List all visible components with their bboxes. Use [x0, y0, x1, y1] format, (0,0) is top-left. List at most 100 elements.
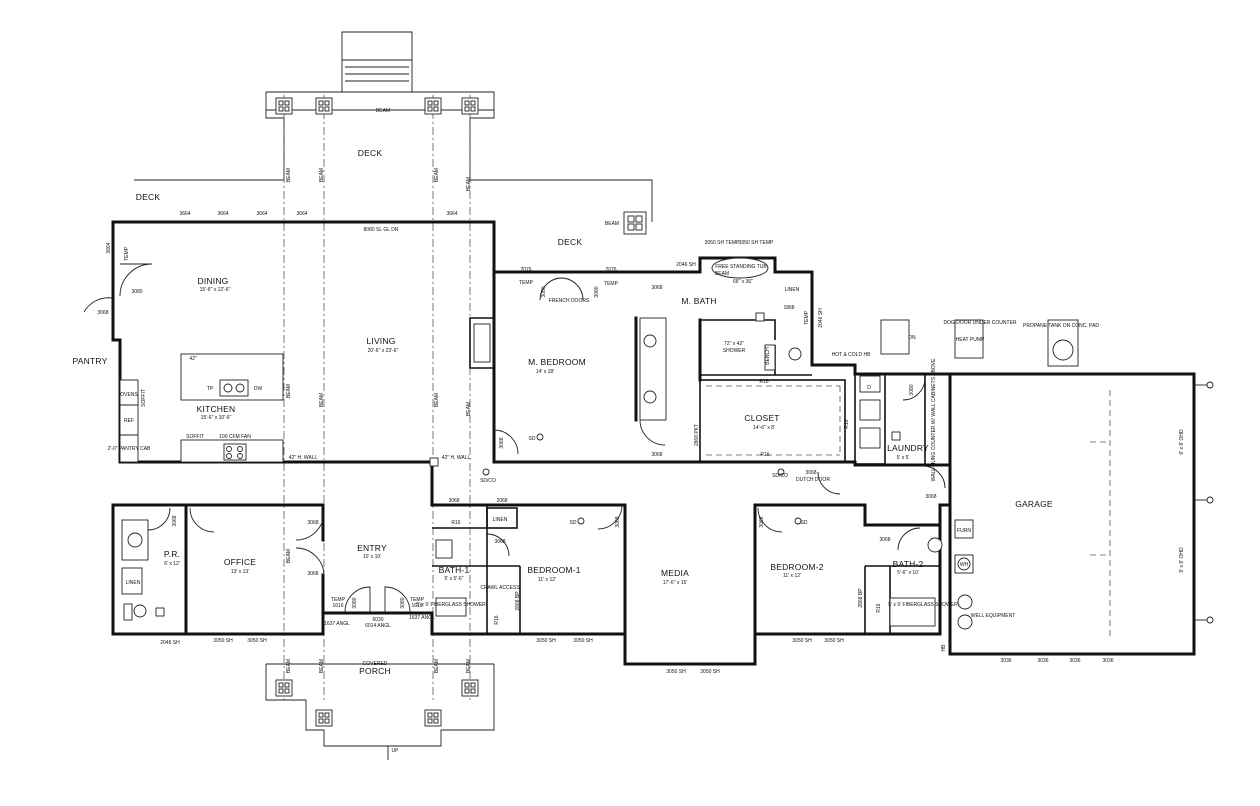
- label-ovens: OVENS: [120, 392, 138, 398]
- label-door-3068-closet: 3068: [651, 452, 662, 458]
- label-r16-bath1: R16: [451, 520, 460, 526]
- room-pantry: PANTRY: [73, 356, 108, 366]
- label-door-2868bp-b: 2868 BP: [858, 588, 864, 608]
- label-pantry-cab: 2'-0" PANTRY CAB: [108, 446, 151, 452]
- label-soffit-kitchen: SOFFIT: [141, 389, 147, 407]
- room-bath1-size: 5' x 5'-6": [445, 576, 464, 582]
- label-fan: 100 CFM FAN: [219, 434, 251, 440]
- label-door-3068-bed2: 3068: [759, 516, 765, 527]
- label-french-doors: FRENCH DOORS: [549, 298, 590, 304]
- room-porch: PORCH: [359, 666, 391, 676]
- room-closet-size: 14'-6" x 8': [753, 425, 775, 431]
- annotations: BEAM BEAM BEAM BEAM BEAM BEAM BEAM BEAM …: [97, 108, 1185, 754]
- label-window-3664-a: 3664: [179, 211, 190, 217]
- label-hot-cold: HOT & COLD HB: [832, 352, 871, 358]
- label-door-3080-dining: 3080: [131, 289, 142, 295]
- label-dryer: D: [867, 385, 871, 391]
- label-soffit-bottom: SOFFIT: [186, 434, 204, 440]
- label-linen-mbath: LINEN: [785, 287, 800, 293]
- label-window-3664-f: 3664: [106, 242, 112, 253]
- column-posts: [275, 97, 647, 727]
- label-temp-entry-b: TEMP: [410, 597, 425, 603]
- label-window-3050sh-bed2-b: 3050 SH: [824, 638, 844, 644]
- label-temp-mbed-b: TEMP: [604, 281, 619, 287]
- label-temp-mbed-a: TEMP: [519, 280, 534, 286]
- label-window-3036-b: 3036: [1037, 658, 1048, 664]
- label-tub-size: 66" x 36": [733, 279, 753, 285]
- label-door-2868pkt: 2868 PKT: [694, 424, 700, 446]
- label-ohd-b: 9' x 8' OHD: [1179, 547, 1185, 573]
- label-door-3068-laundry: 3068: [925, 494, 936, 500]
- label-beam-l: BEAM: [434, 659, 440, 673]
- smoke-detectors: [155, 312, 901, 617]
- label-r16-bath1-b: R16: [494, 615, 500, 624]
- label-beam-k: BEAM: [319, 659, 325, 673]
- room-kitchen: KITCHEN: [197, 404, 236, 414]
- label-door-1637-b: 1637 ANGL: [409, 615, 435, 621]
- room-office: OFFICE: [224, 557, 256, 567]
- label-door-3068-bath2: 3068: [879, 537, 890, 543]
- room-bedroom2-size: 11' x 12': [783, 573, 801, 579]
- label-beam-j: BEAM: [286, 659, 292, 673]
- label-dw: DW: [254, 386, 263, 392]
- label-window-2076-b: 2076: [605, 267, 616, 273]
- label-window-3050sh-temp-a: 3050 SH TEMP: [705, 240, 740, 246]
- label-window-3050sh-media-b: 3050 SH: [700, 669, 720, 675]
- label-temp-mbath: TEMP: [804, 310, 810, 325]
- label-tp: TP: [207, 386, 214, 392]
- label-door-1616-a: 1616: [332, 603, 343, 609]
- kitchen-fixtures: [119, 353, 284, 463]
- room-media: MEDIA: [661, 568, 689, 578]
- label-fg-shower-b: 5' x 9' FIBERGLASS SHOWER: [888, 602, 958, 608]
- label-door-3080-mbed-a: 3080: [541, 286, 547, 297]
- label-door-3080-mbed-b: 3080: [594, 286, 600, 297]
- label-door-3068-pr: 3068: [172, 515, 178, 526]
- label-door-3068-office-a: 3068: [307, 520, 318, 526]
- label-sd-mbed: SD: [529, 436, 536, 442]
- label-dog-door: DOG DOOR UNDER COUNTER: [943, 320, 1016, 326]
- label-door-1616-b: 1616: [411, 603, 422, 609]
- label-sd-bed1: SD: [570, 520, 577, 526]
- room-bath2: BATH-2: [893, 559, 924, 569]
- label-door-6014: 6014 ANGL: [365, 623, 391, 629]
- label-window-3050sh-office-b: 3050 SH: [247, 638, 267, 644]
- room-living: LIVING: [366, 336, 395, 346]
- room-bedroom2: BEDROOM-2: [770, 562, 823, 572]
- label-window-3050sh-media-a: 3050 SH: [666, 669, 686, 675]
- label-r16-closet: R16: [844, 419, 850, 428]
- label-furn: FURN: [957, 528, 971, 534]
- label-beam-h: BEAM: [466, 402, 472, 416]
- label-door-1637-a: 1637 ANGL: [324, 621, 350, 627]
- label-dutch-door: DUTCH DOOR: [796, 477, 830, 483]
- room-dining: DINING: [198, 276, 229, 286]
- label-sd-co-a: SD/CO: [480, 478, 496, 484]
- label-beam-c: BEAM: [434, 168, 440, 182]
- room-bedroom1: BEDROOM-1: [527, 565, 580, 575]
- bath-fixtures: [121, 257, 1079, 630]
- room-m-bedroom: M. BEDROOM: [528, 357, 586, 367]
- label-shower: SHOWER: [723, 348, 746, 354]
- label-beam-e: BEAM: [286, 384, 292, 398]
- label-window-2046sh-mbath: 2046 SH: [676, 262, 696, 268]
- porch-outline: [265, 663, 495, 760]
- label-beam-i: BEAM: [286, 549, 292, 563]
- label-beam-d: BEAM: [466, 177, 472, 191]
- room-deck-left: DECK: [136, 192, 161, 202]
- label-door-3068-dutch: 3068: [805, 470, 816, 476]
- label-ohd-a: 9' x 8' OHD: [1179, 429, 1185, 455]
- label-door-3068-pantry: 3068: [97, 310, 108, 316]
- label-window-3664-e: 3664: [446, 211, 457, 217]
- label-window-3050sh-temp-b: 3050 SH TEMP: [739, 240, 774, 246]
- label-dn: DN: [908, 335, 916, 341]
- room-kitchen-size: 15'-6" x 10'-6": [201, 415, 232, 421]
- label-window-2076-a: 2076: [520, 267, 531, 273]
- room-laundry-size: 5' x 5': [897, 455, 910, 461]
- room-deck-right: DECK: [558, 237, 583, 247]
- room-laundry: LAUNDRY: [887, 443, 929, 453]
- label-window-3050sh-bed2-a: 3050 SH: [792, 638, 812, 644]
- label-r16-closet-bottom: R16: [760, 452, 769, 458]
- label-window-3050sh-office-a: 3050 SH: [213, 638, 233, 644]
- label-door-3068-mbed: 3068: [651, 285, 662, 291]
- room-m-bath: M. BATH: [681, 296, 716, 306]
